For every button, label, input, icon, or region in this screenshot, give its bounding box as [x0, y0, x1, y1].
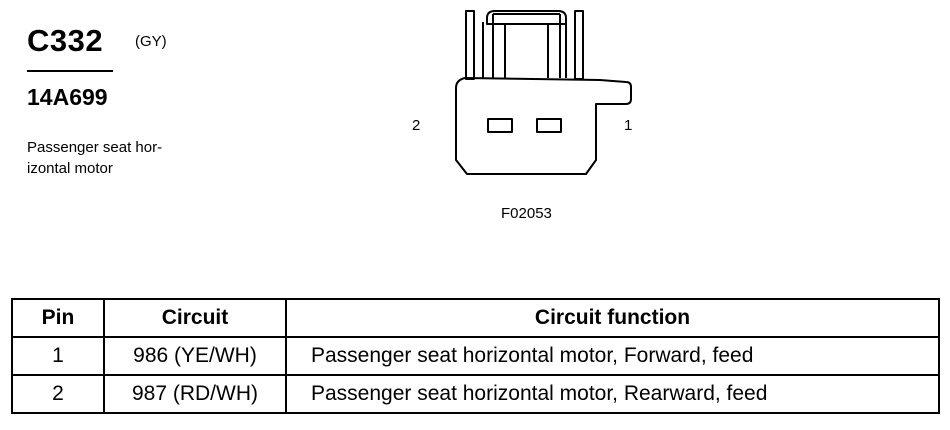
pin-label-2: 2 — [412, 117, 421, 134]
cell-circuit: 986 (YE/WH) — [103, 336, 287, 376]
description-line-2: izontal motor — [27, 160, 113, 177]
cell-circuit-function: Passenger seat horizontal motor, Rearwar… — [285, 374, 940, 414]
header-pin: Pin — [11, 298, 105, 338]
connector-description: Passenger seat hor- izontal motor — [27, 137, 202, 179]
table-row: 2 987 (RD/WH) Passenger seat horizontal … — [11, 374, 940, 414]
cell-circuit-function: Passenger seat horizontal motor, Forward… — [285, 336, 940, 376]
header-circuit-function: Circuit function — [285, 298, 940, 338]
connector-id: C332 — [27, 23, 104, 58]
color-code: (GY) — [135, 33, 167, 50]
connector-drawing — [455, 10, 632, 175]
cell-pin: 2 — [11, 374, 105, 414]
figure-reference: F02053 — [501, 205, 552, 222]
pin-cavity-1 — [536, 118, 562, 133]
pin-cavity-2 — [487, 118, 513, 133]
table-row: 1 986 (YE/WH) Passenger seat horizontal … — [11, 336, 940, 376]
table-header-row: Pin Circuit Circuit function — [11, 298, 940, 338]
part-number: 14A699 — [27, 84, 108, 110]
connector-body-outline — [455, 77, 632, 175]
header-circuit: Circuit — [103, 298, 287, 338]
cell-circuit: 987 (RD/WH) — [103, 374, 287, 414]
description-line-1: Passenger seat hor- — [27, 139, 163, 156]
pin-label-1: 1 — [624, 117, 633, 134]
right-latch-arm — [574, 10, 584, 80]
left-latch-arm — [465, 10, 475, 80]
pin-table: Pin Circuit Circuit function 1 986 (YE/W… — [11, 298, 940, 414]
title-underline — [27, 70, 113, 72]
lock-cap — [486, 10, 567, 25]
cell-pin: 1 — [11, 336, 105, 376]
